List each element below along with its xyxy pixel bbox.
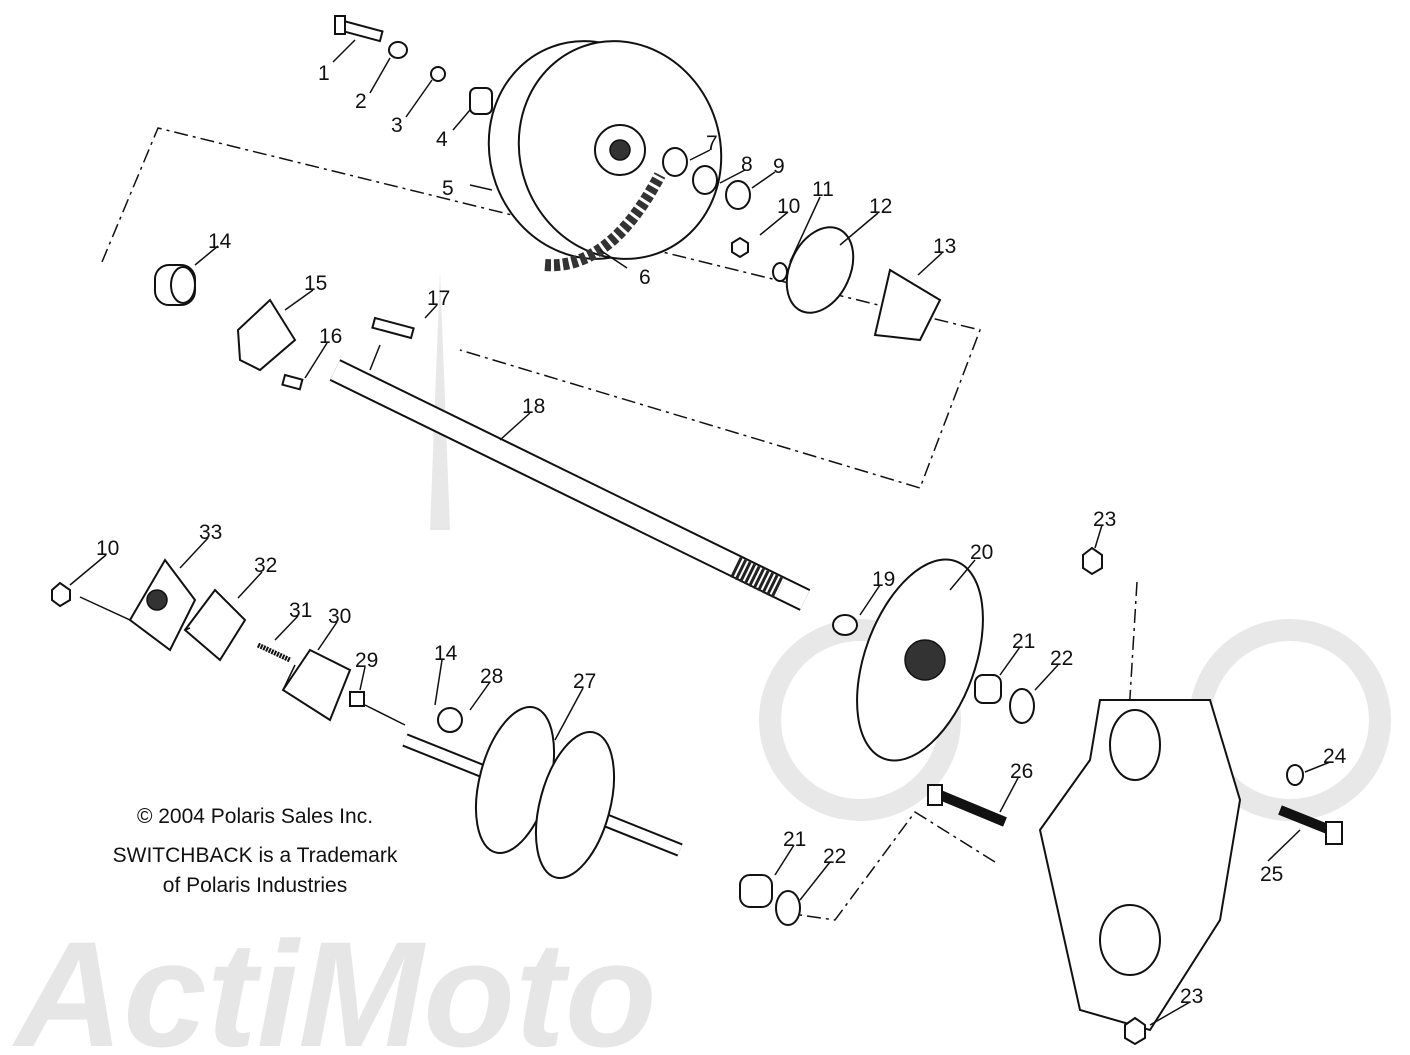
jackshaft-18	[329, 359, 811, 611]
flange-15	[236, 298, 297, 372]
ring-8	[692, 165, 718, 195]
nut-10	[731, 236, 749, 259]
ring-19	[832, 614, 858, 636]
copyright-line-1: © 2004 Polaris Sales Inc.	[137, 805, 373, 828]
callout-5: 5	[442, 177, 454, 200]
callout-16: 16	[319, 325, 342, 348]
seal-22b	[775, 890, 801, 926]
callout-23: 23	[1093, 508, 1116, 531]
callout-14: 14	[208, 230, 232, 253]
callout-33: 33	[199, 521, 222, 544]
callout-14b: 14	[434, 642, 458, 665]
chain-6	[544, 172, 666, 272]
gasket-32	[183, 588, 247, 662]
spring-31	[256, 642, 292, 663]
callout-24: 24	[1323, 745, 1347, 768]
nut-23a	[1082, 546, 1103, 576]
bolt-29	[349, 691, 365, 707]
bolt-1	[334, 15, 384, 43]
callout-22: 22	[1050, 647, 1073, 670]
callout-28: 28	[480, 665, 503, 688]
callout-3: 3	[391, 114, 403, 137]
callout-2: 2	[355, 90, 367, 113]
callout-11: 11	[812, 178, 834, 201]
bolt-26	[927, 784, 1007, 827]
alignment-line-lower	[799, 581, 1138, 921]
copyright-line-2: SWITCHBACK is a Trademark	[113, 844, 398, 867]
callout-6: 6	[639, 266, 651, 289]
washer-11	[772, 262, 788, 282]
callout-20: 20	[970, 541, 993, 564]
callout-32: 32	[254, 554, 277, 577]
copyright-notice: © 2004 Polaris Sales Inc. SWITCHBACK is …	[113, 805, 398, 897]
bearing-28	[437, 707, 463, 733]
flange-30	[281, 648, 352, 722]
callout-10b: 10	[96, 537, 119, 560]
leader-lines	[69, 39, 1331, 1026]
ring-7	[662, 147, 688, 177]
drive-shaft-27	[402, 705, 683, 880]
plate-12	[785, 226, 855, 314]
callout-15: 15	[304, 272, 327, 295]
alignment-line-upper	[101, 127, 982, 489]
callout-19: 19	[872, 568, 895, 591]
bushing-4	[469, 87, 493, 115]
callout-26: 26	[1010, 760, 1033, 783]
washer-3	[430, 66, 446, 82]
nut-10b	[51, 581, 71, 608]
callout-27: 27	[573, 670, 596, 693]
seal-22a	[1009, 688, 1035, 724]
flange-13	[873, 268, 942, 342]
copyright-line-3: of Polaris Industries	[163, 874, 347, 897]
ring-9	[725, 180, 751, 210]
washer-2	[388, 41, 408, 59]
bearing-21b	[739, 874, 773, 908]
callout-25: 25	[1260, 863, 1283, 886]
callout-18: 18	[522, 395, 545, 418]
bolt-16	[281, 373, 304, 391]
callout-23b: 23	[1180, 985, 1203, 1008]
washer-24	[1286, 764, 1304, 786]
key-17	[371, 316, 415, 340]
bearing-21a	[974, 674, 1002, 704]
callout-1: 1	[318, 62, 330, 85]
nut-23b	[1124, 1016, 1146, 1046]
callout-12: 12	[869, 195, 892, 218]
callout-7: 7	[706, 132, 718, 155]
callout-30: 30	[328, 605, 351, 628]
callout-8: 8	[741, 153, 753, 176]
housing-33	[128, 558, 197, 652]
callout-21b: 21	[783, 828, 806, 851]
callout-9: 9	[773, 155, 785, 178]
bearing-14	[154, 264, 196, 306]
callout-29: 29	[355, 649, 378, 672]
callout-17: 17	[427, 287, 450, 310]
callout-31: 31	[289, 599, 312, 622]
callout-22b: 22	[823, 845, 846, 868]
callout-4: 4	[436, 128, 448, 151]
watermark: ActiMoto	[11, 910, 657, 1055]
bolt-25	[1278, 805, 1343, 845]
callout-21: 21	[1012, 630, 1035, 653]
callout-labels: 1 2 3 4 5 6 7 8 9 10 11 12 13 14 15 16 1…	[96, 62, 1347, 1008]
callout-10: 10	[777, 195, 800, 218]
brake-disc-20	[856, 558, 984, 762]
callout-13: 13	[933, 235, 956, 258]
chaincase-housing	[1038, 699, 1242, 1032]
